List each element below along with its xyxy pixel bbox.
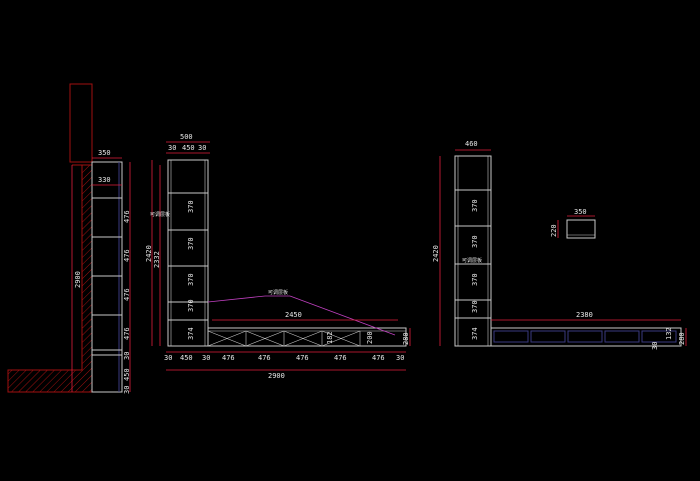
wall-column (69, 83, 93, 163)
front-elevation-view: 500 30 450 30 370 370 370 370 374 2420 2… (145, 133, 411, 380)
side-overall-height: 2900 (74, 271, 82, 288)
side-lower-dim-3: 30 (123, 386, 131, 394)
front-base-width: 2450 (285, 311, 302, 319)
side-section-view: 350 330 476 476 476 476 30 450 30 2900 (7, 83, 131, 394)
callout-leaders (207, 295, 396, 336)
front-bottom-seg-1: 30 (164, 354, 172, 362)
right-base-small-dim-2: 30 (651, 342, 659, 350)
front-base-cabinet (207, 327, 407, 347)
side-shelves (92, 197, 122, 356)
right-base-small-dim-1: 132 (665, 327, 673, 340)
right-shelves (455, 189, 491, 319)
front-bottom-seg-2: 450 (180, 354, 193, 362)
detail-view: 350 220 (550, 208, 596, 239)
side-dim-1: 476 (123, 210, 131, 223)
detail-width: 350 (574, 208, 587, 216)
adjustable-shelf-callout: 可调层板 (268, 289, 288, 296)
front-bottom-seg-5: 476 (258, 354, 271, 362)
right-tower (454, 155, 492, 347)
front-top-part-3: 30 (198, 144, 206, 152)
front-overall-width: 2900 (268, 372, 285, 380)
right-base-cabinet (490, 327, 682, 347)
front-bottom-seg-3: 30 (202, 354, 210, 362)
front-bottom-seg-4: 476 (222, 354, 235, 362)
front-shelf-dim-1: 370 (187, 200, 195, 213)
right-overall-height: 2420 (432, 245, 440, 262)
right-shelf-dim-4: 370 (471, 300, 479, 313)
front-tower (167, 159, 209, 347)
side-dim-3: 476 (123, 288, 131, 301)
right-top-width: 460 (465, 140, 478, 148)
adjustable-shelf-callout-tower: 可调层板 (150, 211, 170, 218)
right-shelf-dim-1: 370 (471, 199, 479, 212)
right-base-doors (493, 330, 677, 343)
front-base-right-dim-2: 200 (366, 331, 374, 344)
side-cabinet-body (91, 161, 123, 393)
front-top-overall: 500 (180, 133, 193, 141)
front-top-part-1: 30 (168, 144, 176, 152)
right-shelf-dim-3: 370 (471, 273, 479, 286)
front-height-2420: 2420 (145, 245, 153, 262)
right-base-height: 280 (678, 332, 686, 345)
front-shelf-dim-4: 370 (187, 299, 195, 312)
front-shelf-dim-3: 370 (187, 273, 195, 286)
front-base-right-height: 280 (402, 332, 410, 345)
front-top-part-2: 450 (182, 144, 195, 152)
right-elevation-view: 460 370 370 370 370 374 2420 可调层板 2380 2… (432, 140, 687, 350)
detail-height: 220 (550, 224, 558, 237)
front-bottom-seg-9: 30 (396, 354, 404, 362)
right-shelf-dim-2: 370 (471, 235, 479, 248)
right-base-width: 2380 (576, 311, 593, 319)
front-shelves (168, 192, 208, 321)
side-top-width: 350 (98, 149, 111, 157)
front-base-right-dim-1: 182 (326, 331, 334, 344)
right-adjustable-callout: 可调层板 (462, 257, 482, 264)
front-bottom-seg-6: 476 (296, 354, 309, 362)
detail-box (566, 219, 596, 239)
side-inner-width: 330 (98, 176, 111, 184)
front-bottom-seg-8: 476 (372, 354, 385, 362)
front-shelf-dim-2: 370 (187, 237, 195, 250)
right-shelf-dim-5: 374 (471, 327, 479, 340)
front-shelf-dim-5: 374 (187, 327, 195, 340)
side-dim-2: 476 (123, 249, 131, 262)
front-height-2332: 2332 (153, 251, 161, 268)
front-base-cross (207, 330, 406, 347)
side-dim-4: 476 (123, 327, 131, 340)
side-lower-dim-1: 30 (123, 352, 131, 360)
front-bottom-seg-7: 476 (334, 354, 347, 362)
side-lower-dim-2: 450 (123, 368, 131, 381)
